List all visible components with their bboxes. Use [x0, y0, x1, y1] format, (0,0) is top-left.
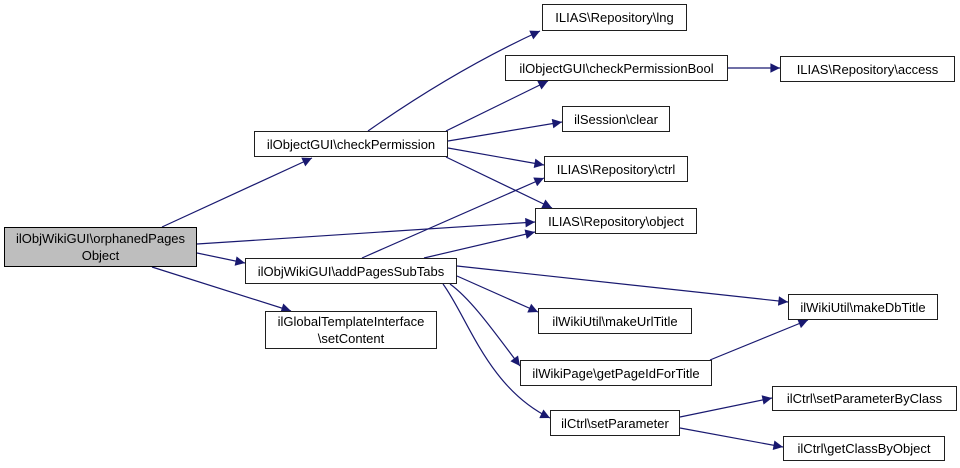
edge-add-pages-sub-tabs-to-repository-object [423, 229, 536, 259]
node-get-class-by-object[interactable]: ilCtrl\getClassByObject [783, 436, 945, 461]
edge-orphaned-pages-object-to-repository-object [196, 217, 536, 245]
node-get-page-id-for-title[interactable]: ilWikiPage\getPageIdForTitle [520, 360, 712, 386]
edge-orphaned-pages-object-to-set-content [151, 266, 292, 313]
node-repository-object[interactable]: ILIAS\Repository\object [535, 208, 697, 234]
node-label: ilWikiUtil\makeDbTitle [800, 299, 926, 315]
node-label: ILIAS\Repository\ctrl [556, 161, 676, 177]
node-label: ilObjWikiGUI\addPagesSubTabs [257, 263, 445, 279]
node-label: ILIAS\Repository\lng [555, 10, 674, 25]
node-label: ilCtrl\setParameter [561, 415, 669, 431]
edge-check-permission-to-session-clear [447, 118, 563, 142]
node-add-pages-sub-tabs[interactable]: ilObjWikiGUI\addPagesSubTabs [245, 258, 457, 284]
node-label: ilObjectGUI\checkPermission [266, 136, 436, 152]
node-repository-lng[interactable]: ILIAS\Repository\lng [542, 4, 687, 31]
node-label: ILIAS\Repository\access [796, 61, 939, 77]
node-repository-access[interactable]: ILIAS\Repository\access [780, 56, 955, 82]
node-label: ilGlobalTemplateInterface [277, 314, 425, 329]
node-label: ilWikiPage\getPageIdForTitle [532, 365, 700, 381]
node-set-parameter-by-class[interactable]: ilCtrl\setParameterByClass [772, 386, 957, 411]
node-label: ilObjectGUI\checkPermissionBool [519, 60, 714, 76]
node-session-clear[interactable]: ilSession\clear [562, 106, 670, 132]
edge-get-page-id-for-title-to-make-db-title [709, 319, 809, 361]
node-label: ilSession\clear [574, 111, 658, 127]
edge-set-parameter-to-get-class-by-object [679, 427, 784, 450]
edge-orphaned-pages-object-to-add-pages-sub-tabs [196, 252, 246, 266]
edge-orphaned-pages-object-to-check-permission [161, 157, 313, 228]
edge-check-permission-to-check-permission-bool [445, 80, 549, 132]
node-check-permission[interactable]: ilObjectGUI\checkPermission [254, 131, 448, 157]
edge-set-parameter-to-set-parameter-by-class [679, 395, 773, 418]
node-label: ILIAS\Repository\object [548, 213, 684, 229]
node-make-db-title[interactable]: ilWikiUtil\makeDbTitle [788, 294, 938, 320]
edge-add-pages-sub-tabs-to-repository-ctrl [361, 177, 545, 259]
node-repository-ctrl[interactable]: ILIAS\Repository\ctrl [544, 156, 688, 182]
node-label: \setContent [317, 331, 385, 346]
node-label: ilCtrl\getClassByObject [797, 441, 931, 456]
node-label: ilWikiUtil\makeUrlTitle [552, 313, 678, 329]
edge-add-pages-sub-tabs-to-get-page-id-for-title [449, 283, 521, 367]
node-check-permission-bool[interactable]: ilObjectGUI\checkPermissionBool [505, 55, 728, 81]
node-label: ilObjWikiGUI\orphanedPages [15, 231, 186, 246]
node-make-url-title[interactable]: ilWikiUtil\makeUrlTitle [538, 308, 692, 334]
edge-check-permission-to-repository-object [445, 156, 553, 209]
node-set-parameter[interactable]: ilCtrl\setParameter [550, 410, 680, 436]
node-label: Object [81, 248, 120, 263]
edge-check-permission-to-repository-ctrl [447, 147, 545, 169]
edge-add-pages-sub-tabs-to-make-db-title [456, 265, 789, 306]
node-set-content[interactable]: ilGlobalTemplateInterface \setContent [265, 311, 437, 349]
edge-check-permission-to-repository-lng [367, 30, 541, 132]
edge-add-pages-sub-tabs-to-set-parameter [442, 283, 551, 419]
node-label: ilCtrl\setParameterByClass [786, 391, 943, 406]
edge-add-pages-sub-tabs-to-make-url-title [456, 275, 539, 313]
